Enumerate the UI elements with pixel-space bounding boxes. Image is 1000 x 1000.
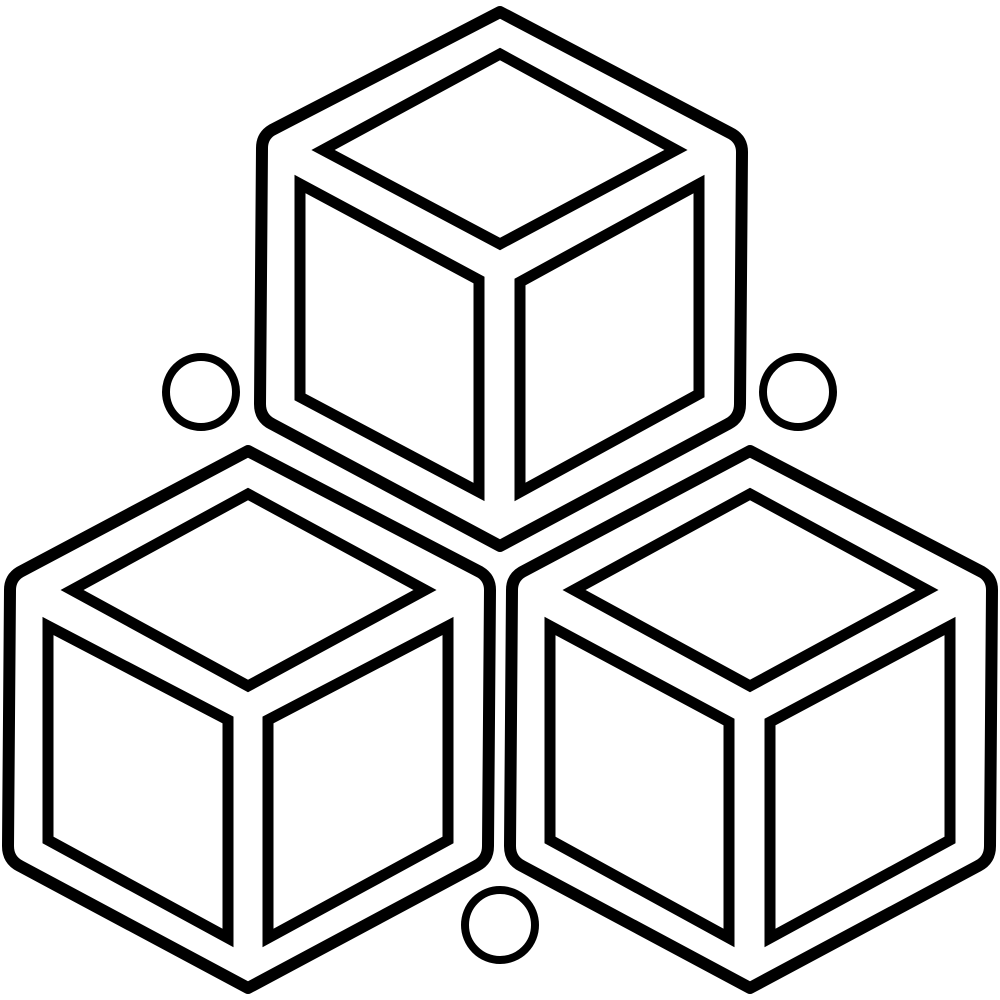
cube-bottom-right-face-left	[544, 616, 735, 948]
dot-left	[162, 353, 240, 431]
cube-bottom-left-face-top	[60, 487, 437, 693]
cube-bottom-left-face-left	[42, 616, 234, 948]
cube-top	[254, 6, 748, 552]
cube-top-face-left	[294, 174, 485, 502]
cube-top-face-right	[514, 174, 705, 502]
cube-bottom-left-outline	[2, 445, 496, 994]
cube-bottom-left-face-right	[262, 616, 454, 948]
cube-top-outline	[254, 6, 748, 552]
dot-bottom	[461, 886, 539, 964]
cube-bottom-right-face-right	[764, 616, 956, 948]
dot-right	[759, 353, 837, 431]
cube-bottom-right	[504, 445, 998, 994]
cube-bottom-right-outline	[504, 445, 998, 994]
cube-bottom-left	[2, 445, 496, 994]
cube-bottom-right-face-top	[562, 487, 939, 693]
cube-top-face-top	[311, 47, 688, 251]
